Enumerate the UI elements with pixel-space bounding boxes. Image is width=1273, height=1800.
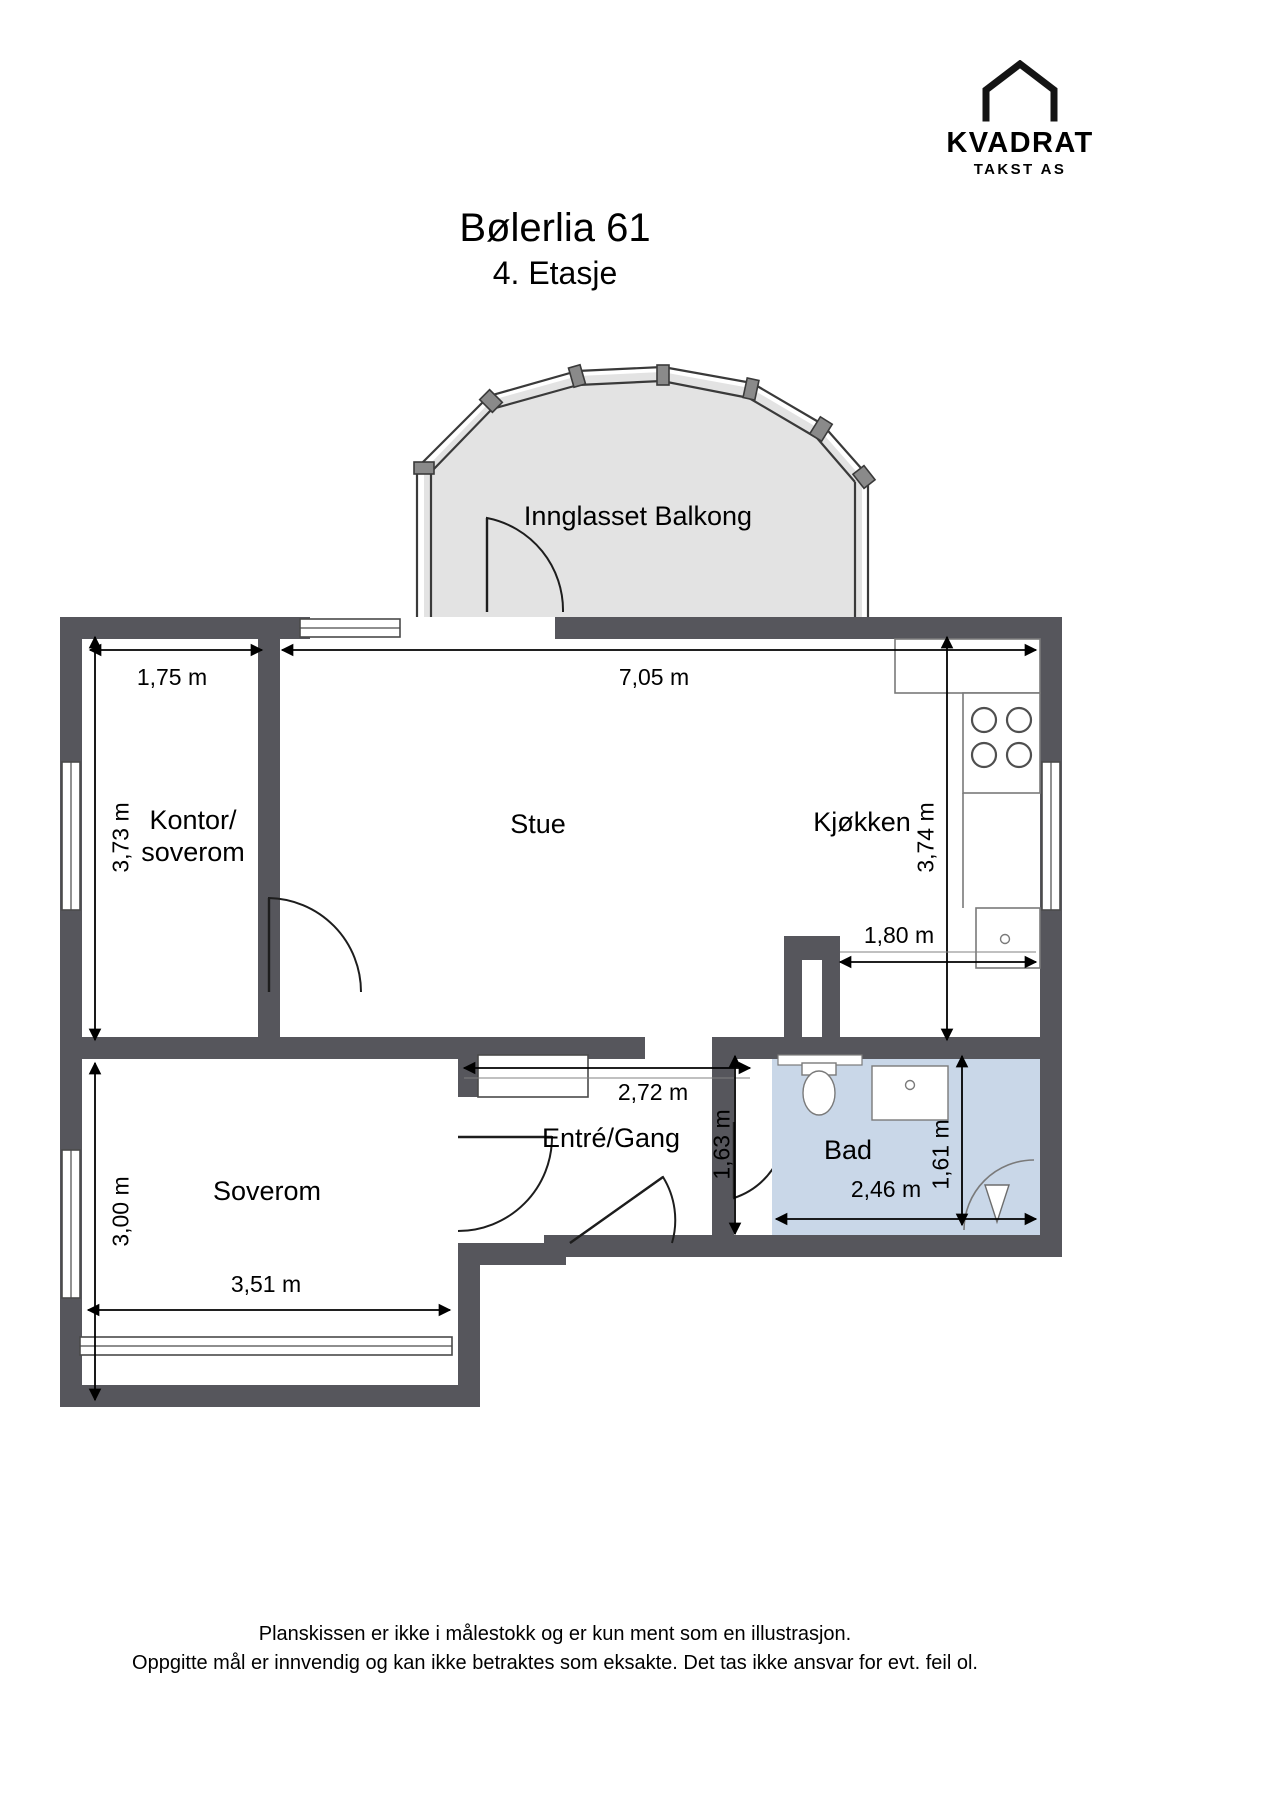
house-outline-icon	[982, 60, 1058, 122]
page-title: Bølerlia 61	[459, 206, 651, 250]
dimension-label-bedroom-width: 3,51 m	[230, 1271, 302, 1297]
dimension-label-hall-width: 2,72 m	[617, 1079, 689, 1105]
walls-group	[60, 617, 1062, 1407]
disclaimer-block: Planskissen er ikke i målestokk og er ku…	[0, 1620, 1110, 1678]
dimension-lines-group	[86, 635, 1038, 1402]
logo-wordmark: KVADRAT	[946, 127, 1094, 159]
dimension-label-bedroom-height: 3,00 m	[107, 1176, 134, 1247]
dimension-label-kitchen-width: 1,80 m	[863, 922, 935, 948]
dimension-label-bath-height: 1,61 m	[927, 1119, 954, 1190]
balcony-group	[413, 363, 877, 617]
company-logo: KVADRAT TAKST AS	[905, 60, 1135, 178]
title-block: Bølerlia 61 4. Etasje	[0, 205, 1110, 295]
disclaimer-line-1: Planskissen er ikke i målestokk og er ku…	[258, 1623, 852, 1645]
dimension-label-office-height: 3,73 m	[107, 802, 134, 873]
dimension-label-office-width: 1,75 m	[136, 664, 208, 690]
windows-group	[61, 618, 1061, 1356]
sink-fixture	[871, 1065, 949, 1121]
dimension-label-hall-height: 1,63 m	[708, 1109, 735, 1180]
balcony-floor	[424, 372, 862, 617]
page-subtitle: 4. Etasje	[492, 255, 618, 291]
dimension-label-kitchen-height: 3,74 m	[912, 802, 939, 873]
toilet-fixture	[801, 1062, 837, 1116]
cooktop-icon	[970, 706, 1033, 769]
balcony-door-swing	[486, 516, 565, 613]
kitchen-sink-icon	[975, 907, 1041, 969]
bathroom-group	[772, 1054, 1040, 1235]
dimension-label-bath-width: 2,46 m	[850, 1176, 922, 1202]
dimension-label-living-width: 7,05 m	[618, 664, 690, 690]
logo-subwordmark: TAKST AS	[973, 161, 1067, 179]
disclaimer-line-2: Oppgitte mål er innvendig og kan ikke be…	[132, 1652, 978, 1674]
